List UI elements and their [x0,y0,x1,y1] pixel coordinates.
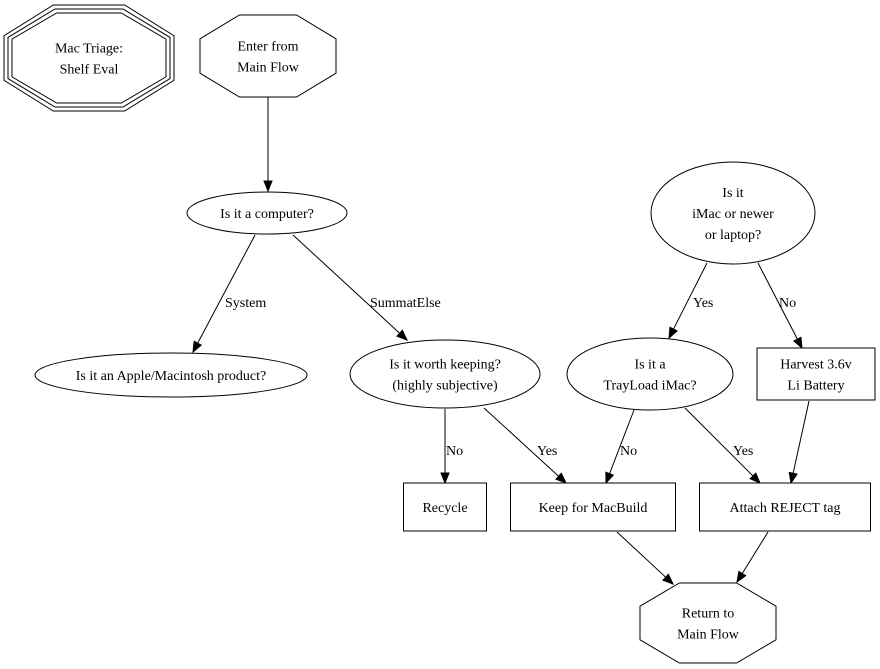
box-shape [510,482,676,532]
arrowhead-icon [440,472,450,485]
ellipse-shape [349,339,541,409]
node-label-line: Return to [682,607,735,622]
edge-line [292,234,400,334]
octagon-shape [199,14,337,98]
node-label-line: Li Battery [787,379,844,394]
arrowhead-icon [662,573,674,585]
node-label-line: Shelf Eval [60,63,119,78]
node-label-line: Keep for MacBuild [539,501,648,516]
edge-label: No [620,444,637,459]
arrowhead-icon [668,326,678,340]
edge-line [673,262,708,330]
node-label-line: Is it worth keeping? [389,358,501,373]
edge-label: Yes [537,444,557,459]
edge-worth-to-recycle: No [440,409,463,485]
ellipse-shape [34,352,308,398]
arrowhead-icon [192,340,203,354]
node-label-line: iMac or newer [692,207,774,222]
node-label-line: or laptop? [705,228,761,243]
edge-label: Yes [693,296,713,311]
node-label-line: Enter from [237,40,298,55]
edge-worth-to-keep: Yes [483,407,567,484]
ellipse-shape [566,337,734,411]
node-return: Return to Main Flow [639,582,777,664]
node-label-line: (highly subjective) [392,379,498,394]
edge-label: No [446,444,463,459]
node-worth: Is it worth keeping? (highly subjective) [349,339,541,409]
edge-line [616,531,667,578]
node-label-line: Is it [722,186,744,201]
edge-label: System [225,296,266,311]
edge-harvest-to-reject [788,400,810,485]
edge-label: SummatElse [370,296,441,311]
arrowhead-icon [263,180,273,193]
node-keep: Keep for MacBuild [510,482,676,532]
node-label-line: Harvest 3.6v [780,358,852,373]
ellipse-shape [186,191,348,235]
octagon-shape [639,582,777,664]
edge-keep-to-return [616,531,674,585]
node-label-line: Main Flow [237,61,300,76]
edge-reject-to-return [736,531,769,584]
edge-trayload-to-reject: Yes [684,407,761,484]
octagon-ring-3 [11,12,167,104]
node-apple: Is it an Apple/Macintosh product? [34,352,308,398]
edge-trayload-to-keep: No [605,409,637,485]
node-label-line: Mac Triage: [55,42,123,57]
box-shape [403,482,487,532]
arrowhead-icon [749,472,761,484]
arrowhead-icon [792,336,803,350]
node-reject: Attach REJECT tag [699,482,871,532]
edge-line [684,407,754,477]
edge-line [741,531,769,574]
edge-label: Yes [733,444,753,459]
node-label-line: Main Flow [677,628,740,643]
arrowhead-icon [788,471,798,485]
edge-label: No [779,296,796,311]
node-title: Mac Triage: Shelf Eval [3,4,175,112]
arrowhead-icon [605,471,615,485]
box-shape [699,482,871,532]
node-computer: Is it a computer? [186,191,348,235]
arrowhead-icon [736,570,747,584]
node-label-line: Is it a computer? [220,207,314,222]
node-trayload: Is it a TrayLoad iMac? [566,337,734,411]
edge-line [757,262,798,340]
node-imac: Is it iMac or newer or laptop? [650,161,816,265]
box-shape [756,347,876,401]
edge-imac-to-trayload: Yes [668,262,713,340]
node-label-line: TrayLoad iMac? [603,379,696,394]
node-label-line: Recycle [422,501,467,516]
edge-line [609,409,635,474]
edge-enter-to-computer [263,97,273,193]
node-label-line: Is it an Apple/Macintosh product? [76,369,267,384]
edge-line [197,234,256,344]
node-label-line: Is it a [634,358,666,373]
edge-line [792,400,810,474]
node-harvest: Harvest 3.6v Li Battery [756,347,876,401]
node-label-line: Attach REJECT tag [730,501,841,516]
arrowhead-icon [555,472,567,484]
node-recycle: Recycle [403,482,487,532]
edge-computer-to-worth: SummatElse [292,234,441,341]
edge-line [483,407,559,477]
edge-imac-to-harvest: No [757,262,803,350]
arrowhead-icon [396,329,408,341]
ellipse-shape [650,161,816,265]
edge-computer-to-apple: System [192,234,266,354]
